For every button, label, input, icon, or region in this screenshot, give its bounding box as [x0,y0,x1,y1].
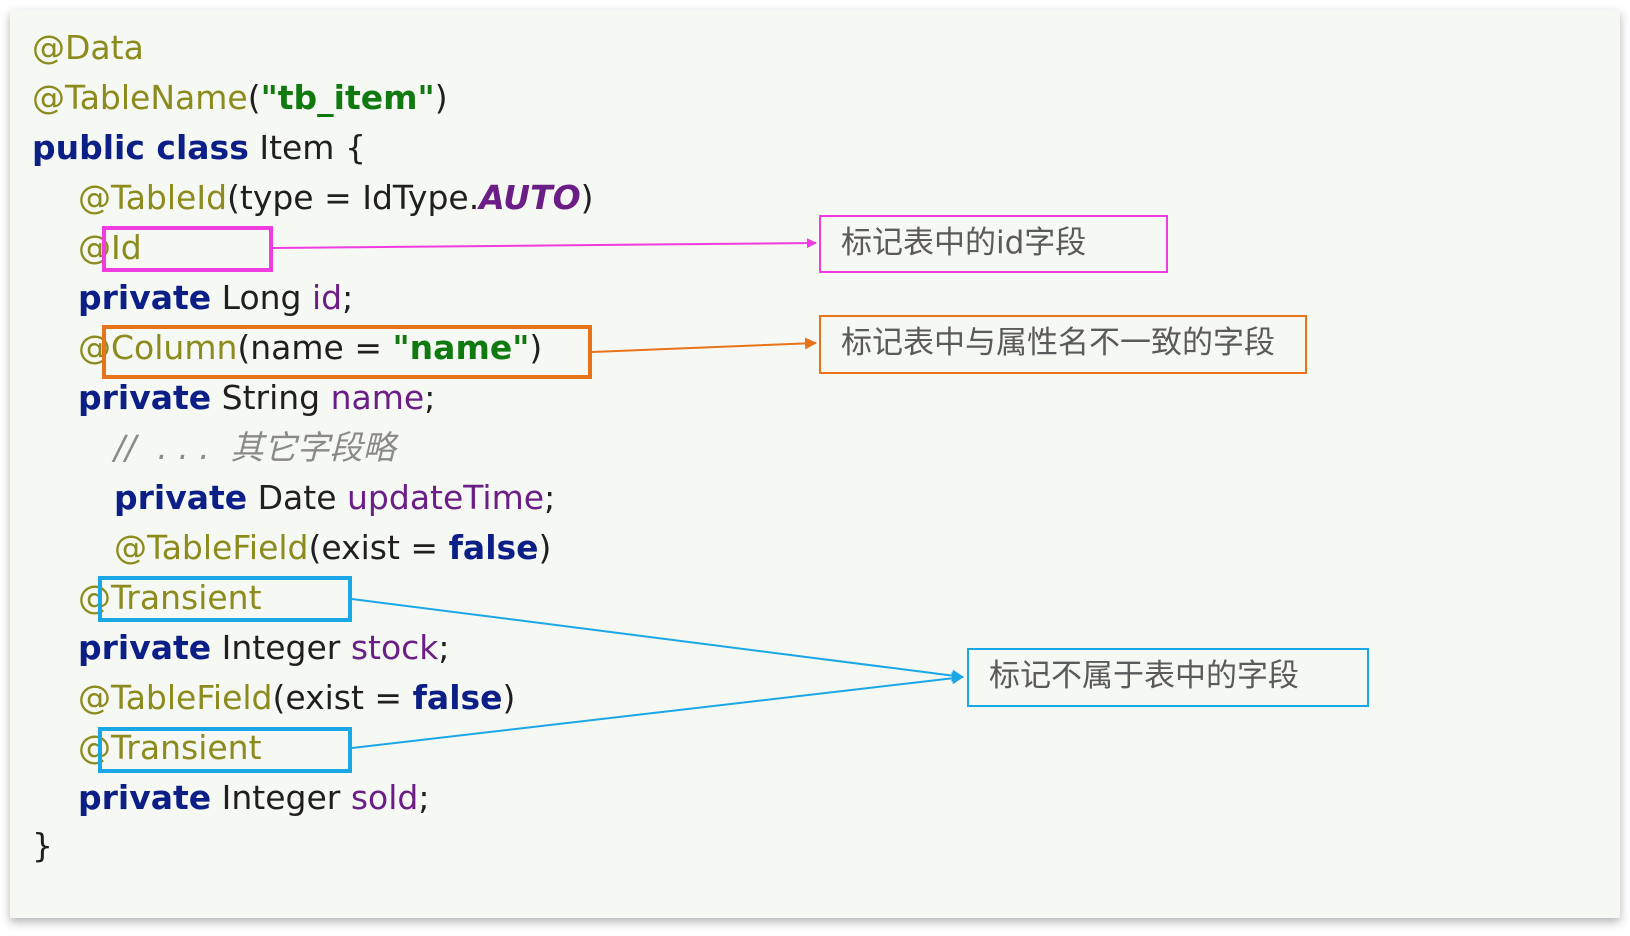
string-tablename: "tb_item" [260,78,435,117]
brace-close: } [32,826,53,865]
paren-close: ) [434,78,448,117]
code-line-class: public class Item { [32,122,366,174]
semicolon: ; [438,628,450,667]
code-line-tablename: @TableName("tb_item") [32,72,448,124]
code-line-updatetime: private Date updateTime; [114,472,555,524]
tablefield-args: (exist = [308,528,449,567]
field-id: id [312,278,343,317]
code-line-data: @Data [32,22,144,74]
keyword-private: private [114,478,248,517]
transient-arrow-1 [351,598,964,682]
keyword-public-class: public class [32,128,249,167]
type-long: Long [211,278,312,317]
keyword-private: private [78,378,212,417]
annotation-transient: @Transient [78,728,262,767]
comment-other-fields: // . . . 其它字段略 [114,428,396,467]
semicolon: ; [342,278,354,317]
type-integer: Integer [211,778,351,817]
semicolon: ; [544,478,556,517]
id-highlight-box [102,226,273,272]
code-line-tablefield-2: @TableField(exist = false) [78,672,515,724]
id-arrow [272,238,817,249]
transient-highlight-box-2 [98,727,352,773]
annotation-tablefield: @TableField [114,528,309,567]
code-line-id-annotation: @Id [78,222,142,274]
tableid-args: (type = IdType. [227,178,480,217]
annotation-tablefield: @TableField [78,678,273,717]
code-line-transient-1: @Transient [78,572,262,624]
column-arrow [591,337,817,353]
transient-arrow-2 [351,672,964,749]
paren-close: ) [529,328,543,367]
annotation-id: @Id [78,228,142,267]
annotation-transient: @Transient [78,578,262,617]
transient-highlight-box-1 [98,576,352,622]
column-note-text: 标记表中与属性名不一致的字段 [841,325,1275,361]
column-highlight-box [102,325,592,379]
paren-open: ( [247,78,261,117]
semicolon: ; [418,778,430,817]
code-line-name-field: private String name; [78,372,435,424]
type-date: Date [247,478,348,517]
string-name: "name" [392,328,530,367]
code-line-tablefield-1: @TableField(exist = false) [114,522,551,574]
annotation-tablename: @TableName [32,78,248,117]
paren-close: ) [502,678,516,717]
code-line-id-field: private Long id; [78,272,353,324]
code-panel [10,10,1620,918]
type-string: String [211,378,331,417]
code-line-close: } [32,820,53,872]
tablefield-args: (exist = [272,678,413,717]
keyword-false: false [448,528,539,567]
annotation-data: @Data [32,28,144,67]
field-sold: sold [350,778,419,817]
code-line-stock-field: private Integer stock; [78,622,450,674]
field-stock: stock [350,628,439,667]
transient-note-box: 标记不属于表中的字段 [967,648,1369,707]
paren-close: ) [538,528,552,567]
class-name: Item { [248,128,366,167]
id-note-text: 标记表中的id字段 [841,225,1087,261]
keyword-private: private [78,278,212,317]
annotation-tableid: @TableId [78,178,228,217]
type-integer: Integer [211,628,351,667]
keyword-private: private [78,628,212,667]
column-note-box: 标记表中与属性名不一致的字段 [819,315,1307,374]
column-args: (name = [237,328,393,367]
keyword-false: false [412,678,503,717]
field-updatetime: updateTime [347,478,545,517]
semicolon: ; [424,378,436,417]
code-line-transient-2: @Transient [78,722,262,774]
paren-close: ) [580,178,594,217]
transient-note-text: 标记不属于表中的字段 [989,658,1299,694]
constant-auto: AUTO [479,178,581,217]
keyword-private: private [78,778,212,817]
code-line-comment: // . . . 其它字段略 [114,422,396,474]
field-name: name [330,378,425,417]
code-line-sold-field: private Integer sold; [78,772,429,824]
id-note-box: 标记表中的id字段 [819,215,1168,273]
code-line-tableid: @TableId(type = IdType.AUTO) [78,172,594,224]
